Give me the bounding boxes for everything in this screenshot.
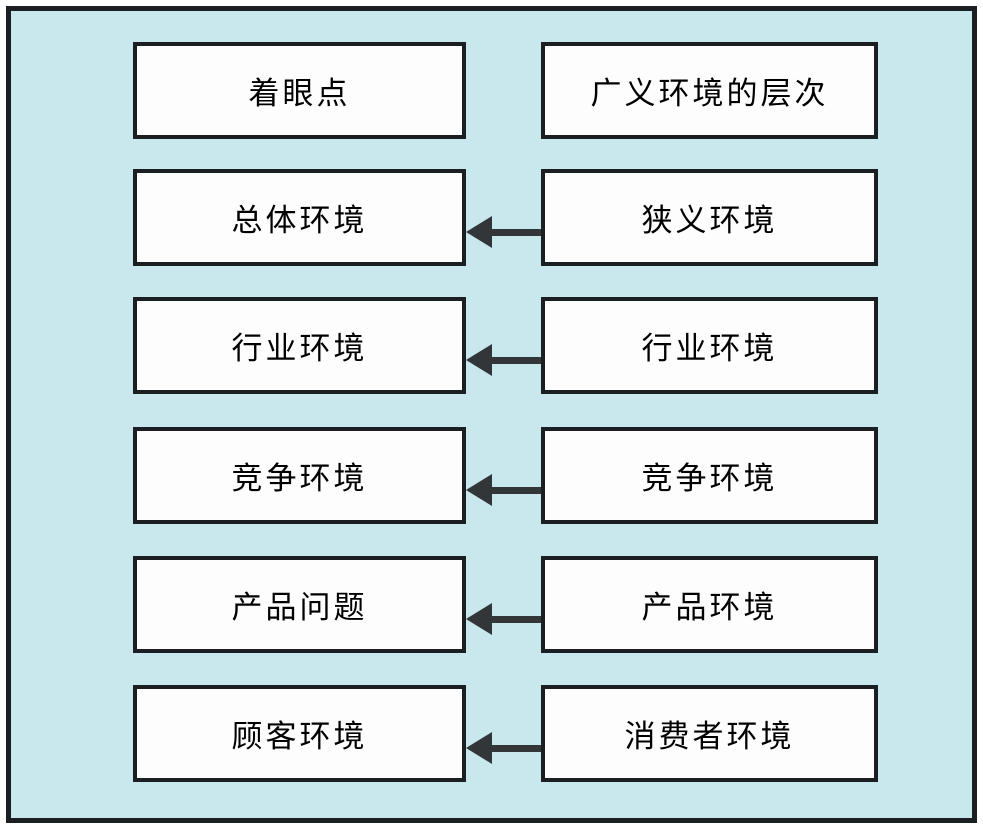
arrowhead-left-icon [466, 603, 492, 635]
header-right-label: 广义环境的层次 [590, 76, 829, 112]
row-right-box: 消费者环境 [541, 685, 878, 782]
row-right-box: 产品环境 [541, 556, 878, 653]
arrow-shaft [492, 486, 541, 494]
row-left-box: 顾客环境 [133, 685, 466, 782]
row-left-label: 产品问题 [231, 590, 368, 626]
arrowhead-left-icon [466, 732, 492, 764]
arrowhead-left-icon [466, 474, 492, 506]
row-left-label: 竞争环境 [231, 461, 368, 497]
row-left-box: 产品问题 [133, 556, 466, 653]
row-right-box: 竞争环境 [541, 427, 878, 524]
arrow-shaft [492, 615, 541, 623]
row-right-label: 消费者环境 [624, 719, 795, 755]
header-left-label: 着眼点 [248, 76, 351, 112]
arrow-shaft [492, 356, 541, 364]
arrow-connector [466, 474, 541, 506]
diagram-frame: 着眼点 广义环境的层次 总体环境 狭义环境 行业环境 行业环境 竞争环境 [6, 6, 977, 823]
row-right-box: 行业环境 [541, 297, 878, 394]
row-right-label: 产品环境 [641, 590, 778, 626]
row-left-box: 行业环境 [133, 297, 466, 394]
arrow-connector [466, 344, 541, 376]
row-right-box: 狭义环境 [541, 169, 878, 266]
row-left-label: 顾客环境 [231, 719, 368, 755]
row-right-label: 行业环境 [641, 331, 778, 367]
row-right-label: 狭义环境 [641, 203, 778, 239]
row-right-label: 竞争环境 [641, 461, 778, 497]
arrow-shaft [492, 228, 541, 236]
arrow-connector [466, 216, 541, 248]
arrowhead-left-icon [466, 344, 492, 376]
arrow-shaft [492, 744, 541, 752]
arrowhead-left-icon [466, 216, 492, 248]
row-left-box: 竞争环境 [133, 427, 466, 524]
row-left-label: 总体环境 [231, 203, 368, 239]
header-right-box: 广义环境的层次 [541, 42, 878, 139]
header-left-box: 着眼点 [133, 42, 466, 139]
row-left-box: 总体环境 [133, 169, 466, 266]
row-left-label: 行业环境 [231, 331, 368, 367]
arrow-connector [466, 732, 541, 764]
arrow-connector [466, 603, 541, 635]
